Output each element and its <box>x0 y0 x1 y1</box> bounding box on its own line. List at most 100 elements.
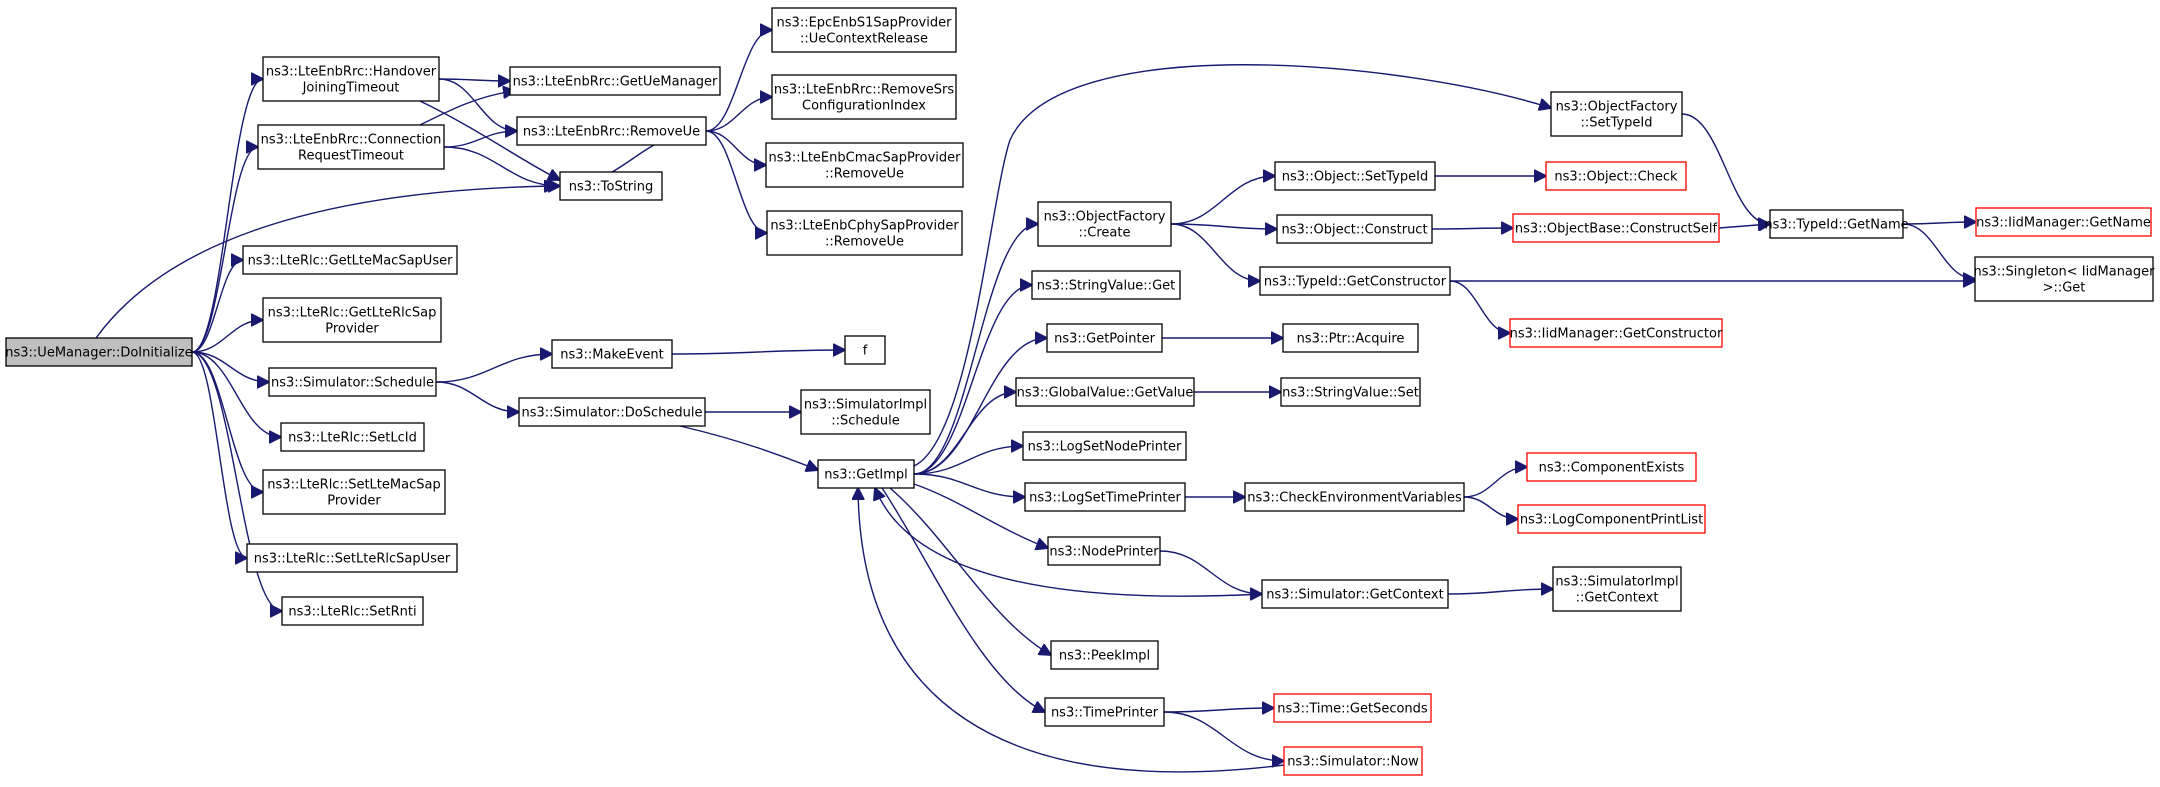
node-ns3-getpointer[interactable]: ns3::GetPointer <box>1046 323 1163 353</box>
node-ns3-lteenbcphysapprovider-removeue[interactable]: ns3::LteEnbCphySapProvider::RemoveUe <box>766 210 963 256</box>
node-ns3-epcenbs1sapprovider-uecontextrelease[interactable]: ns3::EpcEnbS1SapProvider::UeContextRelea… <box>771 7 957 53</box>
node-ns3-lteenbcmacsapprovider-removeue[interactable]: ns3::LteEnbCmacSapProvider::RemoveUe <box>765 142 964 188</box>
node-label: ns3::LteEnbCphySapProvider <box>770 219 959 234</box>
node-label: ns3::ComponentExists <box>1539 461 1685 476</box>
node-box <box>771 74 957 120</box>
node-ns3-objectfactory-settypeid[interactable]: ns3::ObjectFactory::SetTypeId <box>1550 91 1683 137</box>
node-ns3-simulator-schedule[interactable]: ns3::Simulator::Schedule <box>268 367 437 397</box>
node-ns3-objectfactory-create[interactable]: ns3::ObjectFactory::Create <box>1037 201 1172 247</box>
node-ns3-getimpl[interactable]: ns3::GetImpl <box>817 459 915 489</box>
edge-n0-n12 <box>95 186 556 339</box>
node-ns3-lterlc-setrnti[interactable]: ns3::LteRlc::SetRnti <box>281 596 424 626</box>
node-box <box>765 142 964 188</box>
node-box <box>766 210 963 256</box>
node-label: ::UeContextRelease <box>800 32 928 47</box>
node-label: ns3::LteEnbRrc::Handover <box>266 65 437 80</box>
node-ns3-lterlc-setlterlcsapuser[interactable]: ns3::LteRlc::SetLteRlcSapUser <box>246 543 458 573</box>
node-ns3-object-settypeid[interactable]: ns3::Object::SetTypeId <box>1274 161 1436 191</box>
node-ns3-ptr-acquire[interactable]: ns3::Ptr::Acquire <box>1282 323 1419 353</box>
node-ns3-logsetnodeprinter[interactable]: ns3::LogSetNodePrinter <box>1022 431 1187 461</box>
edge-n37-n45 <box>1463 496 1518 519</box>
node-ns3-simulator-now[interactable]: ns3::Simulator::Now <box>1283 746 1423 776</box>
node-box <box>1526 452 1697 482</box>
node-ns3-simulatorimpl-schedule[interactable]: ns3::SimulatorImpl::Schedule <box>800 389 931 435</box>
node-box <box>817 459 915 489</box>
edge-n21-n31 <box>913 64 1551 467</box>
node-ns3-iidmanager-getconstructor[interactable]: ns3::IidManager::GetConstructor <box>1509 318 1723 348</box>
node-ns3-lteenbrrc-getuemanager[interactable]: ns3::LteEnbRrc::GetUeManager <box>509 66 721 96</box>
edge-n30-n39 <box>1163 708 1274 712</box>
edge-n0-n5 <box>191 351 269 382</box>
node-box <box>1046 323 1163 353</box>
node-label: ::Create <box>1079 226 1131 241</box>
edge-n30-n40 <box>1163 711 1284 761</box>
node-ns3-typeid-getconstructor[interactable]: ns3::TypeId::GetConstructor <box>1259 266 1451 296</box>
edge-n22-n32 <box>1170 176 1275 225</box>
node-label: ns3::Object::Construct <box>1281 223 1427 238</box>
node-label: ns3::SimulatorImpl <box>1555 575 1678 590</box>
node-box <box>1512 213 1720 243</box>
node-ns3-stringvalue-get[interactable]: ns3::StringValue::Get <box>1031 270 1181 300</box>
node-label: RequestTimeout <box>298 149 404 164</box>
node-ns3-stringvalue-set[interactable]: ns3::StringValue::Set <box>1280 377 1421 407</box>
node-ns3-checkenvironmentvariables[interactable]: ns3::CheckEnvironmentVariables <box>1244 482 1465 512</box>
node-label: ::RemoveUe <box>825 235 904 250</box>
node-ns3-simulatorimpl-getcontext[interactable]: ns3::SimulatorImpl::GetContext <box>1552 566 1682 612</box>
node-f[interactable]: f <box>844 335 886 365</box>
edge-n0-n3 <box>191 260 243 353</box>
node-label: Provider <box>325 322 379 337</box>
node-ns3-lterlc-setlcid[interactable]: ns3::LteRlc::SetLcId <box>280 422 425 452</box>
node-box <box>1769 209 1904 239</box>
edge-n0-n8 <box>191 351 247 558</box>
node-ns3-logcomponentprintlist[interactable]: ns3::LogComponentPrintList <box>1517 504 1706 534</box>
node-box <box>1550 91 1683 137</box>
node-ns3-objectbase-constructself[interactable]: ns3::ObjectBase::ConstructSelf <box>1512 213 1720 243</box>
edge-n1-n12 <box>419 100 560 180</box>
node-ns3-typeid-getname[interactable]: ns3::TypeId::GetName <box>1764 209 1909 239</box>
edge-n38-n46 <box>1447 589 1553 594</box>
node-ns3-timeprinter[interactable]: ns3::TimePrinter <box>1044 697 1165 727</box>
edge-n28-n38 <box>1159 550 1262 594</box>
node-ns3-time-getseconds[interactable]: ns3::Time::GetSeconds <box>1273 693 1432 723</box>
node-box <box>1024 482 1186 512</box>
edge-n22-n34 <box>1170 223 1260 281</box>
node-box <box>1261 579 1449 609</box>
node-ns3-simulator-doschedule[interactable]: ns3::Simulator::DoSchedule <box>518 397 706 427</box>
node-ns3-lteenbrrc-removeue[interactable]: ns3::LteEnbRrc::RemoveUe <box>516 116 707 146</box>
node-ns3-tostring[interactable]: ns3::ToString <box>559 171 663 201</box>
edge-n37-n44 <box>1463 467 1527 498</box>
node-ns3-globalvalue-getvalue[interactable]: ns3::GlobalValue::GetValue <box>1015 377 1195 407</box>
node-box <box>844 335 886 365</box>
node-ns3-peekimpl[interactable]: ns3::PeekImpl <box>1050 640 1159 670</box>
node-ns3-simulator-getcontext[interactable]: ns3::Simulator::GetContext <box>1261 579 1449 609</box>
node-ns3-logsettimeprinter[interactable]: ns3::LogSetTimePrinter <box>1024 482 1186 512</box>
node-box <box>242 245 458 275</box>
node-ns3-nodeprinter[interactable]: ns3::NodePrinter <box>1047 536 1161 566</box>
edge-n47-n48 <box>1902 222 1976 224</box>
node-label: ns3::LteRlc::SetLteMacSap <box>267 478 440 493</box>
node-box <box>246 543 458 573</box>
node-ns3-componentexists[interactable]: ns3::ComponentExists <box>1526 452 1697 482</box>
node-box <box>1509 318 1723 348</box>
node-label: ns3::Simulator::GetContext <box>1266 588 1443 603</box>
node-ns3-singleton-iidmanager-get[interactable]: ns3::Singleton< IidManager>::Get <box>1973 256 2155 302</box>
node-ns3-object-check[interactable]: ns3::Object::Check <box>1545 161 1687 191</box>
edge-n21-n26 <box>913 446 1023 475</box>
node-label: ns3::GlobalValue::GetValue <box>1017 386 1194 401</box>
node-label: ns3::MakeEvent <box>560 348 664 363</box>
node-ns3-lteenbrrc-removesrs-configurationindex[interactable]: ns3::LteEnbRrc::RemoveSrsConfigurationIn… <box>771 74 957 120</box>
node-ns3-object-construct[interactable]: ns3::Object::Construct <box>1276 214 1433 244</box>
node-label: ns3::ObjectFactory <box>1556 100 1678 115</box>
node-label: ns3::GetPointer <box>1054 332 1155 347</box>
node-ns3-uemanager-doinitialize[interactable]: ns3::UeManager::DoInitialize <box>5 337 193 367</box>
node-ns3-makeevent[interactable]: ns3::MakeEvent <box>551 339 673 369</box>
node-ns3-iidmanager-getname[interactable]: ns3::IidManager::GetName <box>1975 207 2152 237</box>
node-label: ns3::LteEnbRrc::RemoveUe <box>523 125 700 140</box>
edge-n21-n25 <box>913 392 1016 475</box>
node-ns3-lterlc-getltemacsapuser[interactable]: ns3::LteRlc::GetLteMacSapUser <box>242 245 458 275</box>
node-label: ns3::LteEnbCmacSapProvider <box>769 151 962 166</box>
